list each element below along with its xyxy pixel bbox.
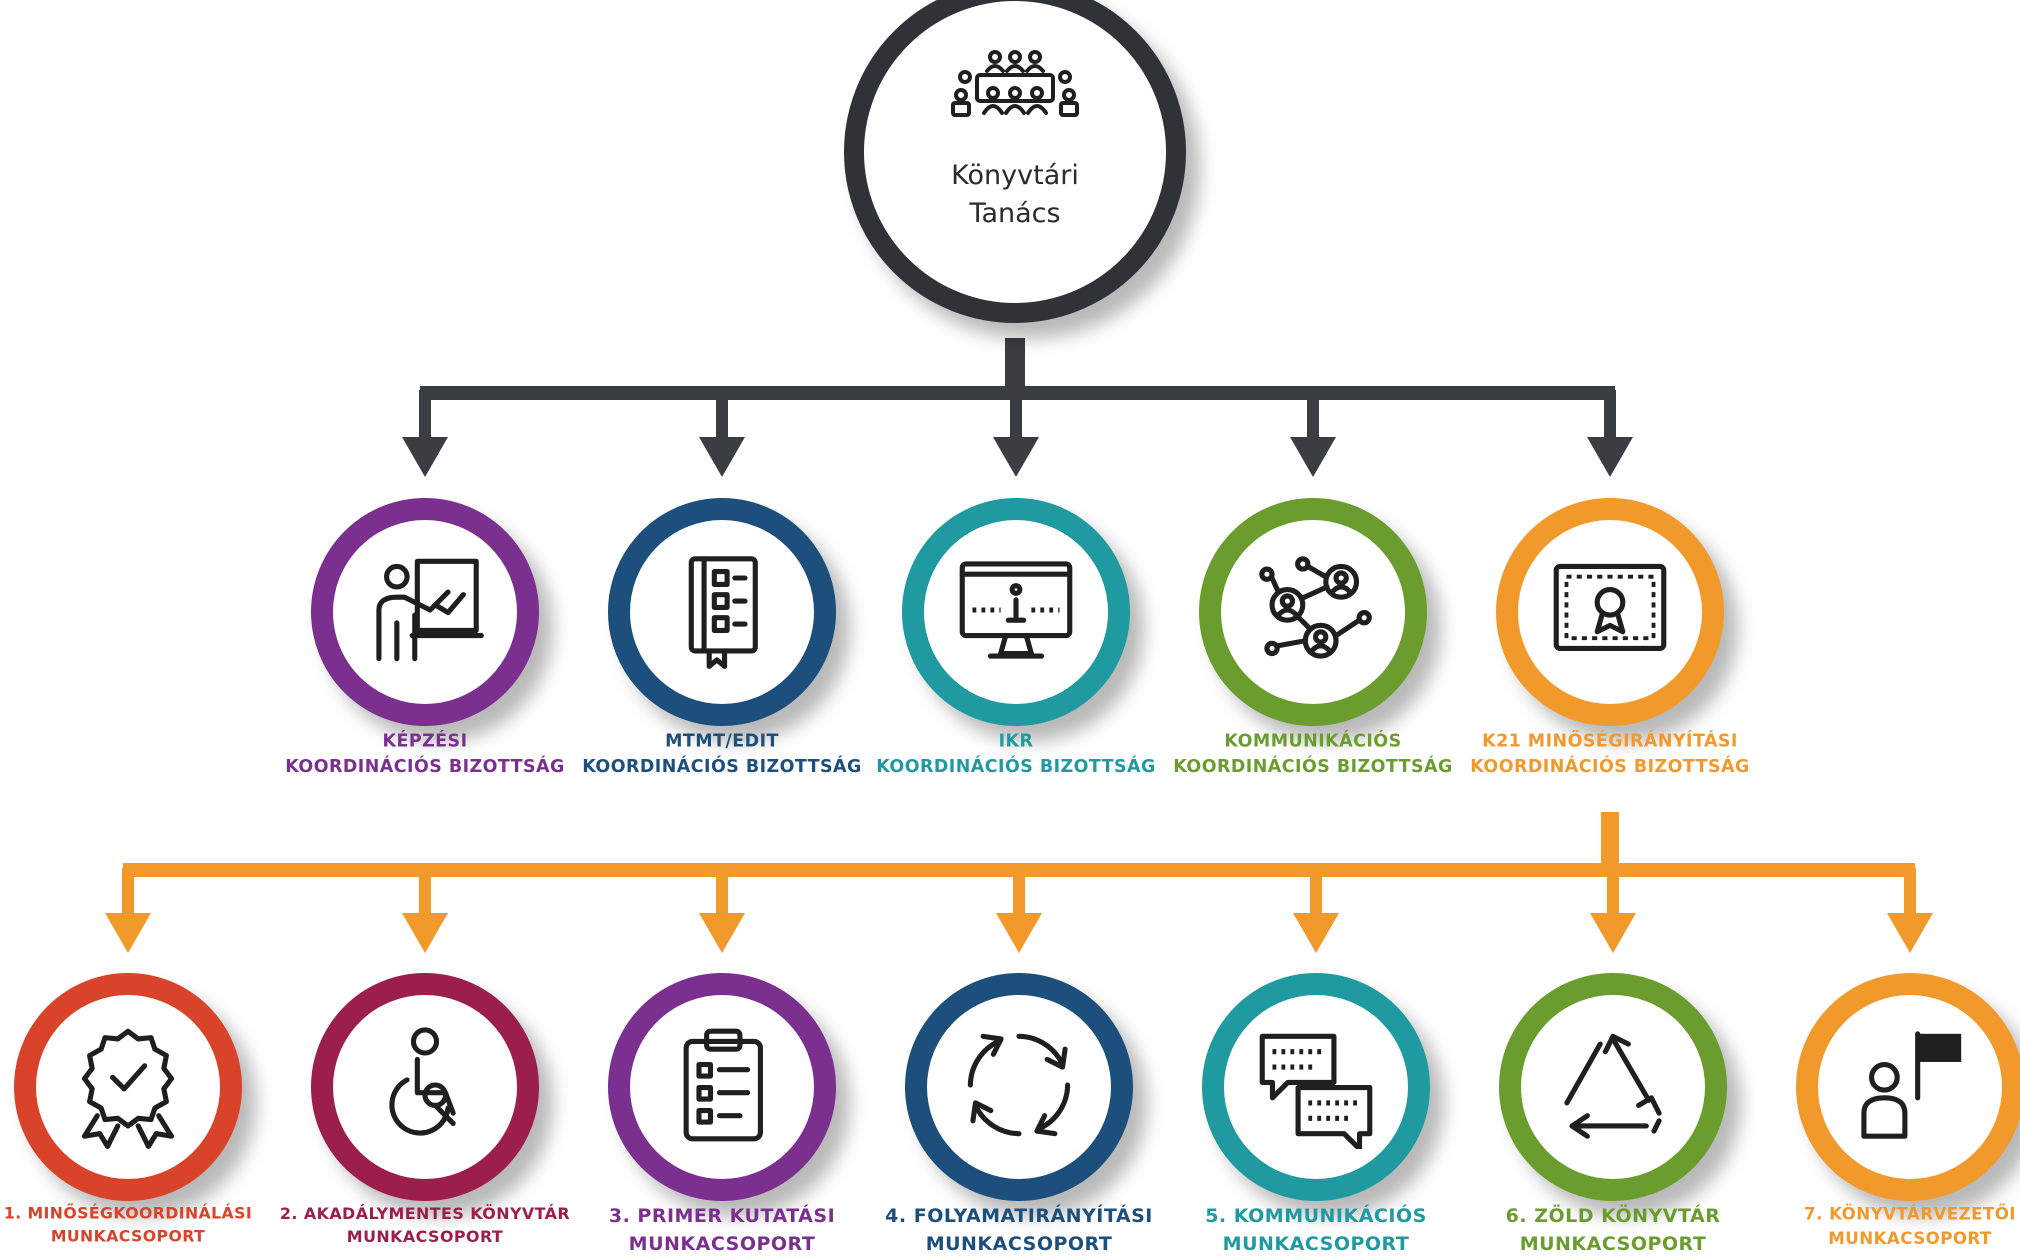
workgroup-label-line2: MUNKACSOPORT (628, 1233, 816, 1255)
top-arrow-head-1 (402, 437, 448, 477)
bottom-connector-drop-7 (1904, 868, 1916, 918)
recycle-icon (1549, 1021, 1677, 1153)
workgroup-label-line1: 5. KOMMUNIKÁCIÓS (1205, 1205, 1427, 1227)
bottom-arrow-head-7 (1887, 913, 1933, 953)
bottom-connector-drop-4 (1013, 868, 1025, 918)
teacher-board-icon (361, 546, 489, 678)
committee-label-3: IKR KOORDINÁCIÓS BIZOTTSÁG (876, 728, 1156, 779)
top-arrow-head-5 (1587, 437, 1633, 477)
workgroup-label-5: 5. KOMMUNIKÁCIÓS MUNKACSOPORT (1205, 1202, 1427, 1258)
top-connector-drop-3 (1010, 390, 1022, 440)
top-connector-drop-4 (1307, 390, 1319, 440)
workgroup-label-1: 1. MINŐSÉGKOORDINÁLÁSI MUNKACSOPORT (4, 1202, 252, 1248)
bottom-connector-drop-5 (1310, 868, 1322, 918)
root-title: Könyvtári Tanács (951, 157, 1079, 233)
network-people-icon (1249, 546, 1377, 678)
wheelchair-icon (361, 1021, 489, 1153)
top-arrow-head-3 (993, 437, 1039, 477)
workgroup-label-line2: MUNKACSOPORT (346, 1227, 504, 1247)
workgroup-node-2 (311, 973, 539, 1201)
bottom-connector-drop-1 (122, 868, 134, 918)
committee-label-2: MTMT/EDIT KOORDINÁCIÓS BIZOTTSÁG (582, 728, 862, 779)
top-connector-drop-2 (716, 390, 728, 440)
workgroup-node-4 (905, 973, 1133, 1201)
top-connector-stem (1005, 338, 1025, 396)
workgroup-label-7: 7. KÖNYVTÁRVEZETŐI MUNKACSOPORT (1804, 1202, 2016, 1251)
committee-label-line2: KOORDINÁCIÓS BIZOTTSÁG (285, 756, 565, 777)
workgroup-node-6 (1499, 973, 1727, 1201)
committee-label-1: KÉPZÉSI KOORDINÁCIÓS BIZOTTSÁG (285, 728, 565, 779)
book-checklist-icon (658, 546, 786, 678)
workgroup-label-line2: MUNKACSOPORT (50, 1227, 206, 1246)
committee-label-line1: KOMMUNIKÁCIÓS (1224, 730, 1402, 751)
workgroup-label-line1: 3. PRIMER KUTATÁSI (608, 1205, 836, 1227)
root-title-line2: Tanács (969, 198, 1061, 229)
workgroup-label-6: 6. ZÖLD KÖNYVTÁR MUNKACSOPORT (1506, 1202, 1721, 1258)
workgroup-node-3 (608, 973, 836, 1201)
committee-node-5 (1496, 498, 1724, 726)
bottom-connector-drop-3 (716, 868, 728, 918)
committee-label-line2: KOORDINÁCIÓS BIZOTTSÁG (582, 756, 862, 777)
chat-bubbles-icon (1252, 1021, 1380, 1153)
bottom-connector-drop-2 (419, 868, 431, 918)
committee-label-line2: KOORDINÁCIÓS BIZOTTSÁG (876, 756, 1156, 777)
committee-node-1 (311, 498, 539, 726)
committee-label-line1: K21 MINŐSÉGIRÁNYÍTÁSI (1482, 730, 1738, 751)
workgroup-label-line1: 1. MINŐSÉGKOORDINÁLÁSI (3, 1204, 253, 1223)
bottom-arrow-head-1 (105, 913, 151, 953)
committee-node-2 (608, 498, 836, 726)
clipboard-icon (658, 1021, 786, 1153)
top-arrow-head-4 (1290, 437, 1336, 477)
quality-badge-icon (64, 1021, 192, 1153)
workgroup-label-line2: MUNKACSOPORT (1828, 1229, 1992, 1249)
workgroup-label-line2: MUNKACSOPORT (925, 1233, 1113, 1255)
cycle-arrows-icon (955, 1021, 1083, 1153)
committee-label-5: K21 MINŐSÉGIRÁNYÍTÁSI KOORDINÁCIÓS BIZOTT… (1470, 728, 1750, 779)
monitor-info-icon (952, 546, 1080, 678)
bottom-arrow-head-5 (1293, 913, 1339, 953)
committee-node-4 (1199, 498, 1427, 726)
bottom-arrow-head-6 (1590, 913, 1636, 953)
workgroup-label-line2: MUNKACSOPORT (1222, 1233, 1410, 1255)
workgroup-node-5 (1202, 973, 1430, 1201)
top-arrow-head-2 (699, 437, 745, 477)
workgroup-label-3: 3. PRIMER KUTATÁSI MUNKACSOPORT (609, 1202, 835, 1258)
workgroup-label-line1: 2. AKADÁLYMENTES KÖNYVTÁR (279, 1204, 571, 1223)
committee-label-line1: MTMT/EDIT (665, 730, 779, 751)
bottom-connector-stem (1601, 812, 1619, 872)
workgroup-label-4: 4. FOLYAMATIRÁNYÍTÁSI MUNKACSOPORT (885, 1202, 1153, 1258)
bottom-arrow-head-2 (402, 913, 448, 953)
bottom-arrow-head-3 (699, 913, 745, 953)
leader-flag-icon (1846, 1021, 1974, 1153)
root-title-line1: Könyvtári (951, 160, 1079, 191)
committee-label-line2: KOORDINÁCIÓS BIZOTTSÁG (1470, 756, 1750, 777)
workgroup-node-1 (14, 973, 242, 1201)
workgroup-label-line2: MUNKACSOPORT (1519, 1233, 1707, 1255)
meeting-table-icon (945, 37, 1085, 141)
committee-label-4: KOMMUNIKÁCIÓS KOORDINÁCIÓS BIZOTTSÁG (1173, 728, 1453, 779)
committee-node-3 (902, 498, 1130, 726)
bottom-connector-drop-6 (1607, 868, 1619, 918)
top-connector-drop-1 (419, 390, 431, 440)
certificate-icon (1546, 546, 1674, 678)
workgroup-node-7 (1796, 973, 2020, 1201)
committee-label-line1: KÉPZÉSI (382, 730, 468, 751)
workgroup-label-2: 2. AKADÁLYMENTES KÖNYVTÁR MUNKACSOPORT (280, 1202, 570, 1249)
top-connector-drop-5 (1604, 390, 1616, 440)
bottom-arrow-head-4 (996, 913, 1042, 953)
workgroup-label-line1: 6. ZÖLD KÖNYVTÁR (1505, 1205, 1721, 1227)
workgroup-label-line1: 7. KÖNYVTÁRVEZETŐI (1804, 1204, 2016, 1224)
committee-label-line1: IKR (998, 730, 1034, 751)
workgroup-label-line1: 4. FOLYAMATIRÁNYÍTÁSI (885, 1205, 1153, 1227)
committee-label-line2: KOORDINÁCIÓS BIZOTTSÁG (1173, 756, 1453, 777)
